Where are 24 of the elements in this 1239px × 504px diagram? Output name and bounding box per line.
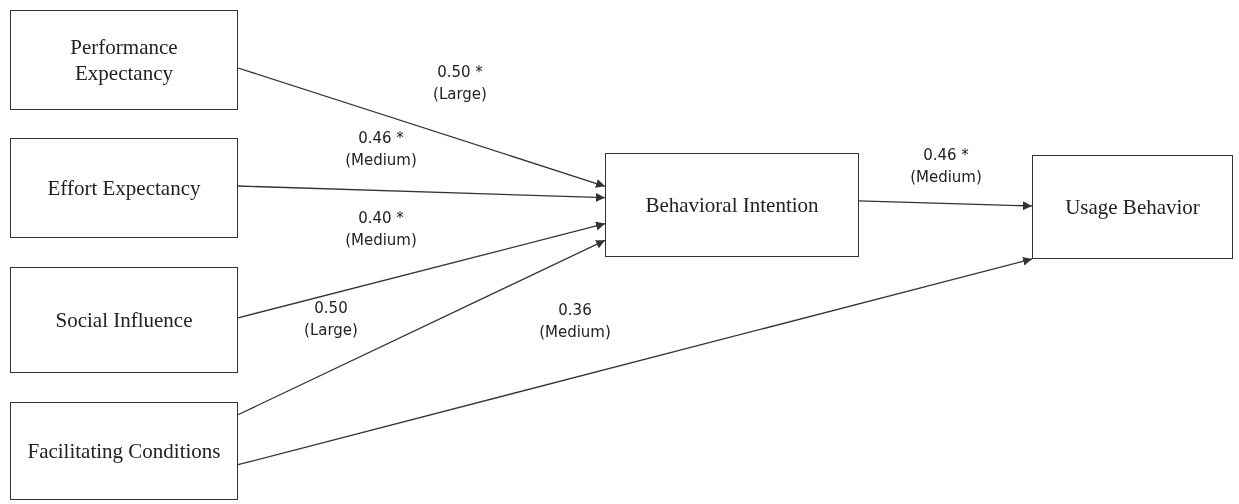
arrow: [237, 239, 606, 416]
factor-name: Social Influence: [55, 306, 193, 334]
edge-label: 0.50 * (Large): [432, 62, 488, 105]
arrow: [237, 67, 606, 188]
factor-name: Performance Expectancy: [69, 33, 179, 87]
edge-label: 0.40 * (Medium): [344, 208, 418, 251]
arrow: [237, 221, 606, 319]
arrow: [237, 256, 1033, 466]
factor-box: [10, 267, 238, 373]
factor-name: Usage Behavior: [1065, 193, 1200, 221]
factor-name: Effort Expectancy: [47, 174, 201, 202]
edge-label: 0.36 (Medium): [538, 300, 612, 343]
factor-box: [10, 10, 238, 110]
factor-box: [605, 153, 859, 257]
factor-name: Facilitating Conditions: [27, 437, 221, 465]
edge-label: 0.46 * (Medium): [344, 128, 418, 171]
edge-label: 0.50 (Large): [303, 298, 359, 341]
factor-box: [10, 402, 238, 500]
factor-name: Behavioral Intention: [645, 191, 819, 219]
edge-label: 0.46 * (Medium): [909, 145, 983, 188]
arrow: [858, 200, 1033, 211]
factor-box: [10, 138, 238, 238]
arrow: [237, 185, 606, 202]
factor-box: [1032, 155, 1233, 259]
